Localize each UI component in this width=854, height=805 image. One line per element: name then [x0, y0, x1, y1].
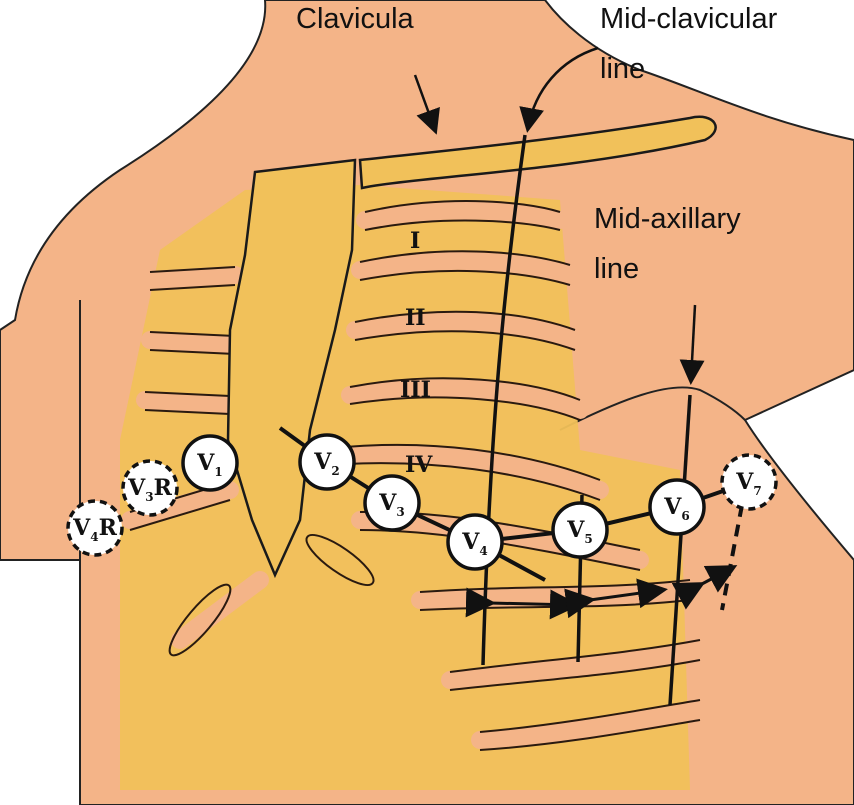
electrode-label: V3 — [378, 490, 404, 519]
electrode-circle — [121, 459, 179, 517]
electrode-v5: V5 — [551, 501, 609, 559]
electrode-circle — [648, 478, 706, 536]
electrode-circle — [363, 474, 421, 532]
intercostal-space-3: III — [400, 377, 431, 403]
clavicula-label: Clavicula — [296, 3, 415, 35]
clavicle — [358, 115, 717, 190]
electrode-v2: V2 — [298, 433, 356, 491]
electrode-v1: V1 — [181, 434, 239, 492]
electrode-label: V3R — [127, 475, 172, 504]
electrode-label: V2 — [313, 449, 339, 478]
electrode-label: V4R — [72, 515, 117, 544]
electrode-circle — [446, 513, 504, 571]
electrode-v6: V6 — [648, 478, 706, 536]
electrode-v7: V7 — [720, 453, 778, 511]
mid-clavicular-label: Mid-clavicular — [600, 3, 778, 35]
mid-clavicular-label-line: line — [600, 53, 645, 85]
sternum — [226, 158, 357, 579]
electrode-label: V7 — [735, 469, 761, 498]
intercostal-space-1: I — [410, 228, 420, 254]
mid-axillary-line — [668, 394, 692, 706]
mid-axillary-label: Mid-axillary — [594, 203, 741, 235]
electrode-circle — [551, 501, 609, 559]
electrode-v3: V3 — [363, 474, 421, 532]
breast-contour — [559, 386, 746, 431]
clavicula-arrow — [413, 74, 440, 135]
mid-axillary-label-line: line — [594, 253, 639, 285]
electrode-label: V1 — [196, 450, 222, 479]
electrode-v3r: V3R — [121, 459, 179, 517]
electrode-v4: V4 — [446, 513, 504, 571]
spacing-arrows — [465, 565, 738, 620]
electrode-circle — [298, 433, 356, 491]
intercostal-space-4: IV — [405, 452, 433, 478]
electrode-label: V6 — [663, 494, 689, 523]
mid-clavicular-line — [481, 134, 527, 666]
intercostal-space-2: II — [405, 305, 426, 331]
lead-wire-lateral — [474, 480, 750, 544]
mid-clavicular-arrow — [519, 46, 599, 133]
mid-axillary-arrow — [679, 304, 705, 385]
electrode-label: V5 — [566, 517, 592, 546]
electrode-circle — [720, 453, 778, 511]
electrode-v4r: V4R — [66, 499, 124, 557]
electrode-label: V4 — [461, 529, 487, 558]
electrode-circle — [181, 434, 239, 492]
electrode-circle — [66, 499, 124, 557]
